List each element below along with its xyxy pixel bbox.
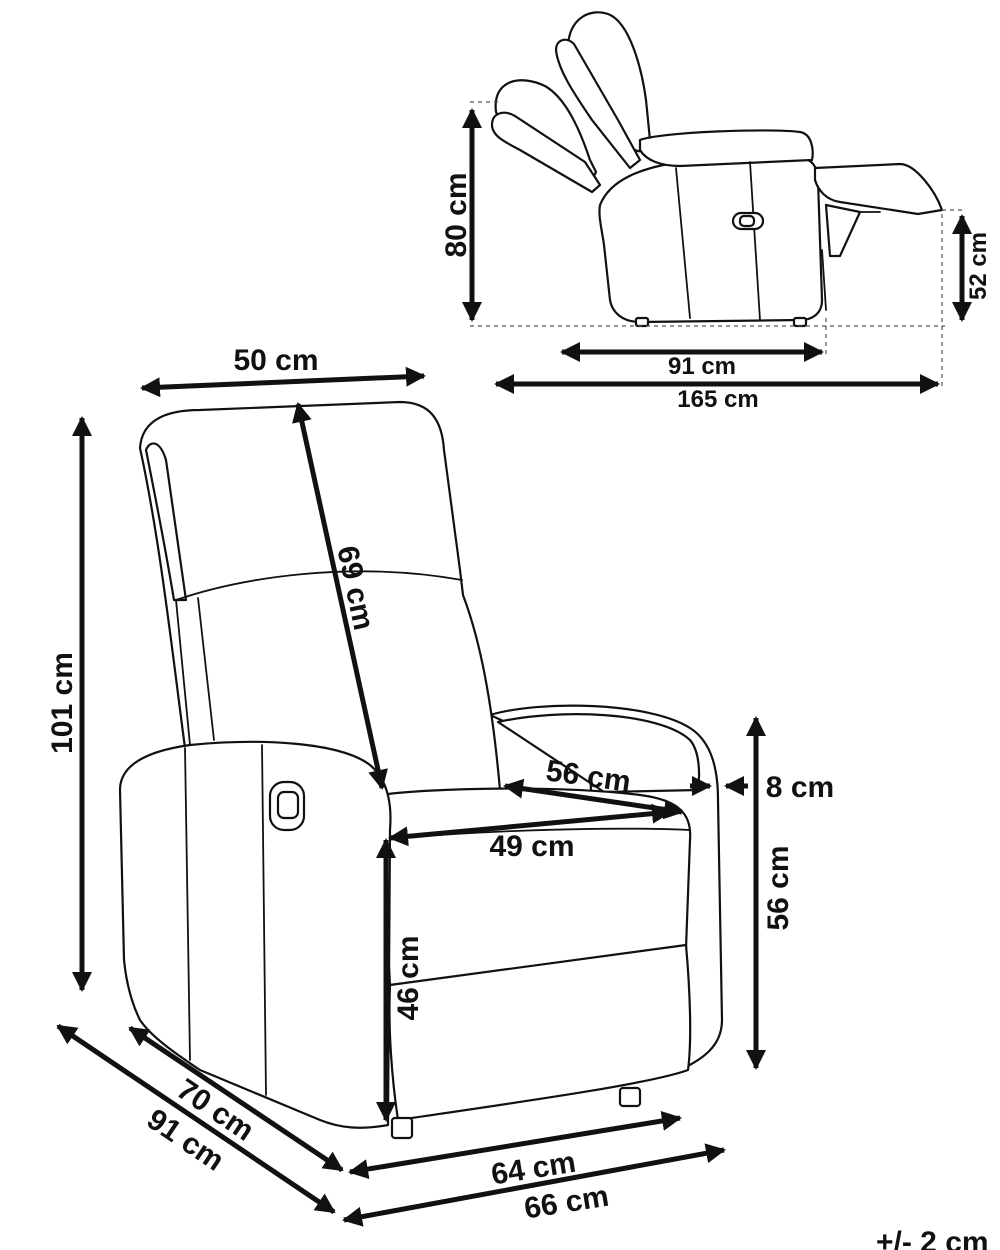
side-view-extension-lines — [470, 101, 965, 388]
label-armrest-width: 8 cm — [766, 771, 834, 804]
label-armrest-height: 56 cm — [762, 845, 795, 930]
label-footrest-height: 52 cm — [965, 232, 992, 300]
label-seat-width: 49 cm — [489, 830, 574, 863]
label-backrest-width: 50 cm — [233, 344, 318, 377]
label-total-height: 101 cm — [46, 652, 79, 754]
dim-arrow-backrest-height — [292, 402, 388, 790]
label-side-height: 80 cm — [440, 172, 473, 257]
tolerance-note: +/- 2 cm — [876, 1226, 989, 1250]
dim-arrow-backrest-width — [140, 366, 426, 398]
side-view-chair — [490, 11, 944, 328]
label-seat-height: 46 cm — [392, 935, 425, 1020]
dim-arrow-seat-width — [388, 803, 672, 847]
dim-arrow-outer-depth — [56, 1023, 336, 1215]
label-upright-depth: 91 cm — [668, 353, 736, 380]
dim-arrow-outer-width — [342, 1143, 726, 1227]
label-reclined-depth: 165 cm — [677, 386, 758, 413]
